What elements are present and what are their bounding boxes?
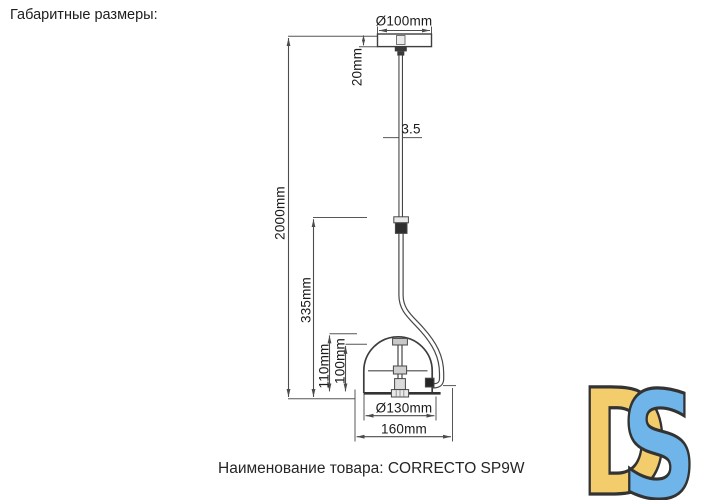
- logo-letter-d: D: [580, 380, 668, 500]
- label-canopy-diameter: Ø100mm: [375, 13, 433, 29]
- extension-lines: [288, 26, 456, 442]
- canopy-bushing: [394, 46, 407, 52]
- canopy-bolt: [396, 35, 406, 45]
- label-canopy-height: 20mm: [349, 47, 365, 87]
- label-cable-diameter: 3.5: [401, 121, 421, 137]
- rod-shade-connector: [424, 377, 435, 388]
- ds-logo: D S: [579, 380, 699, 500]
- product-caption: Наименование товара: CORRECTO SP9W: [218, 460, 525, 477]
- label-overall-drop: 2000mm: [272, 186, 288, 240]
- cord-grip: [393, 216, 409, 234]
- bulb-holder: [390, 389, 410, 398]
- dimension-lines: [286, 28, 451, 439]
- lamp-stem: [392, 337, 408, 397]
- label-fixture-width: 160mm: [380, 421, 428, 437]
- ceiling-plate: [376, 33, 433, 56]
- label-shade-total-height: 110mm: [316, 343, 332, 389]
- curved-rod: [398, 233, 445, 389]
- page-title: Габаритные размеры:: [10, 7, 158, 23]
- label-shade-diameter: Ø130mm: [375, 400, 433, 416]
- logo-letter-s: S: [621, 380, 697, 500]
- label-shade-inner-height: 100mm: [332, 337, 348, 385]
- label-stem-to-bottom: 335mm: [298, 276, 314, 324]
